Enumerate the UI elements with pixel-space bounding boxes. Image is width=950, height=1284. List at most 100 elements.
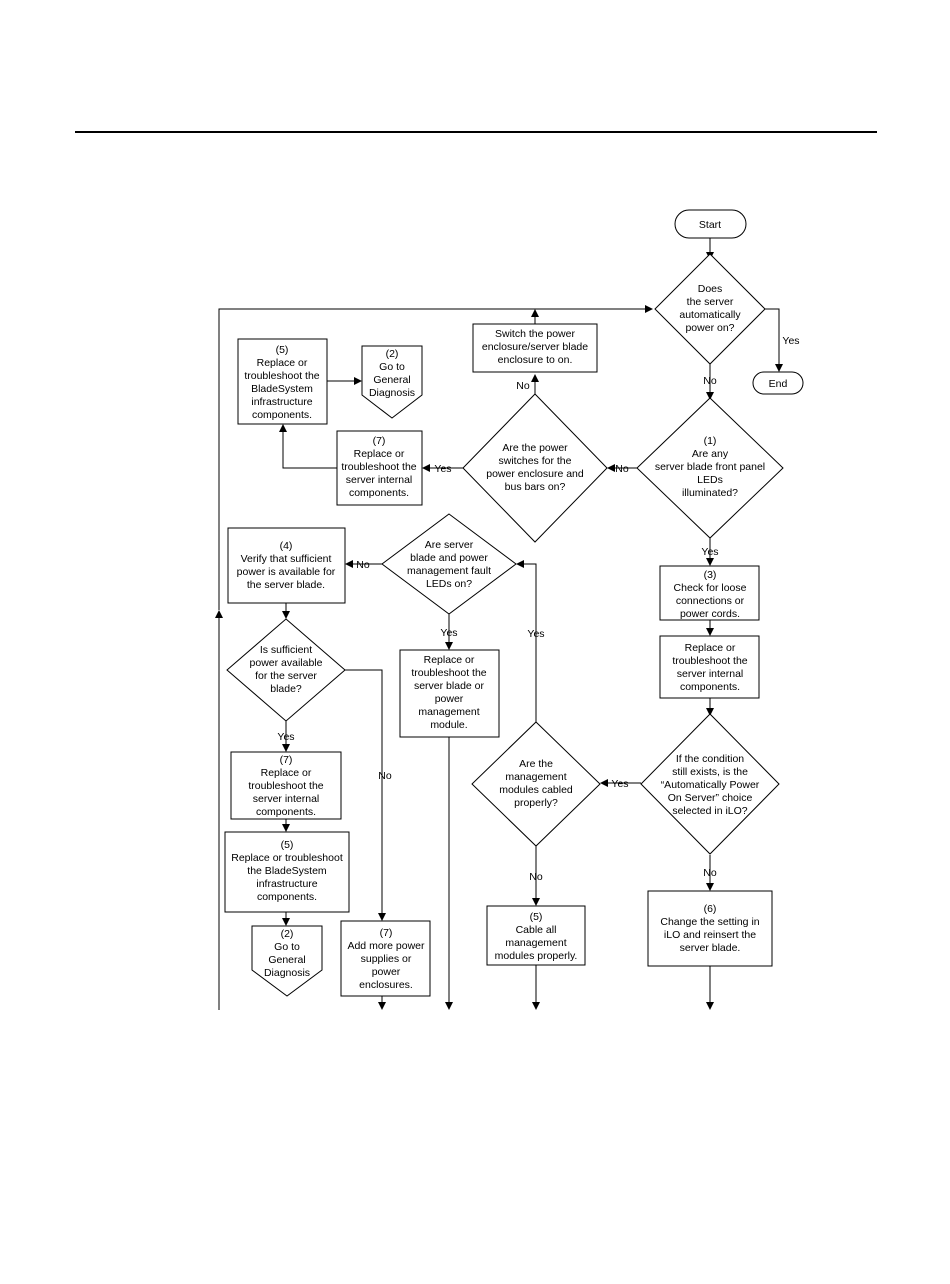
d-sufficient-line: power available: [250, 657, 323, 669]
d-condition-line: “Automatically Power: [661, 779, 760, 791]
d-sufficient-line: for the server: [255, 670, 317, 682]
b-replace-infra-top-line: infrastructure: [251, 396, 312, 408]
d-leds-line: LEDs: [697, 474, 723, 486]
d-mgmt-cabled-line: modules cabled: [499, 784, 573, 796]
d-power-on-line: the server: [687, 296, 734, 308]
b-verify-power-line: Verify that sufficient: [241, 553, 332, 565]
b-add-power-line: power: [372, 966, 401, 978]
end-terminal: End: [752, 371, 804, 395]
b-replace-infra-bottom-line: the BladeSystem: [247, 865, 327, 877]
d-sufficient-line: blade?: [270, 683, 302, 695]
b-change-setting-line: server blade.: [680, 942, 741, 954]
label-yes-condition: Yes: [611, 778, 628, 790]
b-replace-infra-bottom-line: components.: [257, 891, 317, 903]
d-fault-leds-line: management fault: [407, 565, 491, 577]
d-leds-line: server blade front panel: [655, 461, 765, 473]
start-label: Start: [699, 219, 721, 231]
d-leds-line: (1): [704, 435, 717, 447]
b-verify-power-line: (4): [280, 540, 293, 552]
d-fault-leds-line: Are server: [425, 539, 474, 551]
b-replace-internal-right-line: server internal: [677, 668, 744, 680]
b-replace-internal-top-line: server internal: [346, 474, 413, 486]
b-cable-mgmt-line: management: [505, 937, 566, 949]
d-mgmt-cabled-line: properly?: [514, 797, 558, 809]
b-replace-internal-top-line: (7): [373, 435, 386, 447]
d-mgmt-cabled-line: management: [505, 771, 566, 783]
b-replace-internal-bottom-line: (7): [280, 754, 293, 766]
b-replace-infra-bottom-line: (5): [281, 839, 294, 851]
b-replace-internal-top-line: troubleshoot the: [341, 461, 416, 473]
label-yes-sufficient: Yes: [277, 731, 294, 743]
d-condition-line: If the condition: [676, 753, 744, 765]
b-cable-mgmt-line: Cable all: [516, 924, 557, 936]
d-power-on-line: Does: [698, 283, 723, 295]
d-condition-line: selected in iLO?: [672, 805, 747, 817]
b-change-setting-line: Change the setting in: [660, 916, 759, 928]
b-replace-internal-right-line: components.: [680, 681, 740, 693]
d-leds-line: illuminated?: [682, 487, 738, 499]
b-switch-on-line: Switch the power: [495, 328, 575, 340]
b-replace-infra-top-line: (5): [276, 344, 289, 356]
b-check-loose-line: Check for loose: [674, 582, 747, 594]
label-yes-mgmt-cabled: Yes: [527, 628, 544, 640]
b-replace-blade-module-line: power: [435, 693, 464, 705]
b-add-power-line: enclosures.: [359, 979, 413, 991]
label-no-fault-leds: No: [356, 559, 370, 571]
b-verify-power-line: the server blade.: [247, 579, 325, 591]
b-change-setting-line: iLO and reinsert the: [664, 929, 756, 941]
label-yes-switches: Yes: [434, 463, 451, 475]
b-add-power-line: (7): [380, 927, 393, 939]
go-diag-bottom-line: Go to: [274, 941, 300, 953]
d-fault-leds-line: LEDs on?: [426, 578, 472, 590]
b-change-setting-line: (6): [704, 903, 717, 915]
b-replace-internal-bottom-line: troubleshoot the: [248, 780, 323, 792]
b-replace-internal-bottom-line: Replace or: [261, 767, 312, 779]
b-replace-blade-module-line: Replace or: [424, 654, 475, 666]
d-power-on-line: automatically: [679, 309, 741, 321]
label-no-mgmt-cabled: No: [529, 871, 543, 883]
go-diag-bottom-line: (2): [281, 928, 294, 940]
label-yes-fault-leds: Yes: [440, 627, 457, 639]
label-no-leds: No: [615, 463, 629, 475]
d-switches-line: Are the power: [502, 442, 568, 454]
label-yes-power-on: Yes: [782, 335, 799, 347]
label-no-power-on: No: [703, 375, 717, 387]
d-switches-line: switches for the: [499, 455, 572, 467]
b-replace-internal-right-line: troubleshoot the: [672, 655, 747, 667]
go-diag-bottom-line: Diagnosis: [264, 967, 310, 979]
b-check-loose-line: power cords.: [680, 608, 740, 620]
b-switch-on-line: enclosure to on.: [498, 354, 573, 366]
d-switches-line: bus bars on?: [505, 481, 566, 493]
b-replace-internal-bottom-line: server internal: [253, 793, 320, 805]
go-diag-top-line: Go to: [379, 361, 405, 373]
